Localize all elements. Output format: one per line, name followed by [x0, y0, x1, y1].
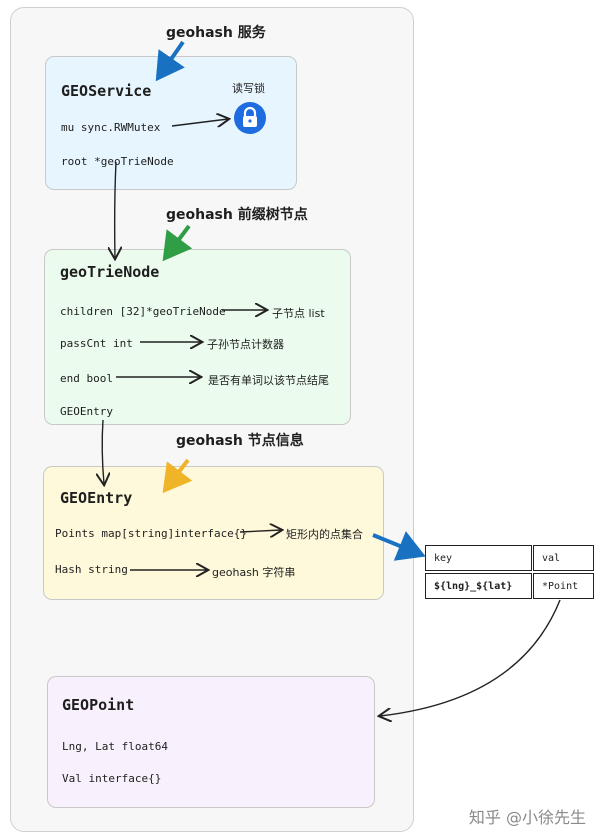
geoentry-box — [43, 466, 384, 600]
arrow-field-geoentry — [102, 419, 104, 484]
geopoint-title: GEOPoint — [62, 696, 135, 714]
trienode-field-passcnt: passCnt int — [60, 337, 133, 350]
arrow-mu-lock — [171, 119, 228, 126]
geopoint-box — [47, 676, 375, 808]
geoservice-field-mu: mu sync.RWMutex — [61, 121, 161, 134]
trienode-note-passcnt: 子孙节点计数器 — [207, 338, 284, 351]
geopoint-field-val: Val interface{} — [62, 772, 162, 785]
map-header-val: val — [533, 545, 594, 571]
trienode-field-end: end bool — [60, 372, 113, 385]
geoentry-field-hash: Hash string — [55, 563, 128, 576]
arrow-points-note — [239, 530, 281, 532]
arrow-points-map — [372, 531, 426, 561]
callout-arrow-entry — [162, 458, 193, 494]
lock-icon — [234, 102, 266, 134]
lock-label: 读写锁 — [232, 82, 265, 95]
callout-trie: geohash 前缀树节点 — [166, 207, 308, 223]
callout-arrow-service — [155, 40, 185, 82]
callout-entry: geohash 节点信息 — [176, 433, 304, 449]
trienode-title: geoTrieNode — [60, 263, 160, 281]
geoentry-note-hash: geohash 字符串 — [212, 566, 296, 579]
watermark: 知乎 @小徐先生 — [468, 808, 586, 827]
trienode-box — [44, 249, 351, 425]
geoentry-title: GEOEntry — [60, 489, 133, 507]
callout-service: geohash 服务 — [166, 25, 266, 41]
geoentry-note-points: 矩形内的点集合 — [286, 528, 363, 541]
trienode-note-children: 子节点 list — [272, 307, 325, 320]
geoservice-title: GEOService — [61, 82, 152, 100]
geopoint-field-lnglat: Lng, Lat float64 — [62, 740, 168, 753]
geoentry-field-points: Points map[string]interface{} — [55, 527, 248, 540]
map-cell-key: ${lng}_${lat} — [425, 573, 532, 599]
map-cell-val: *Point — [533, 573, 594, 599]
callout-arrow-trie — [162, 224, 193, 262]
map-header-key: key — [425, 545, 532, 571]
arrow-point-geopoint — [380, 599, 561, 716]
arrow-root-trienode — [115, 161, 116, 258]
trienode-field-children: children [32]*geoTrieNode — [60, 305, 226, 318]
trienode-note-end: 是否有单词以该节点结尾 — [208, 374, 329, 387]
geoservice-field-root: root *geoTrieNode — [61, 155, 174, 168]
trienode-field-geoentry: GEOEntry — [60, 405, 113, 418]
